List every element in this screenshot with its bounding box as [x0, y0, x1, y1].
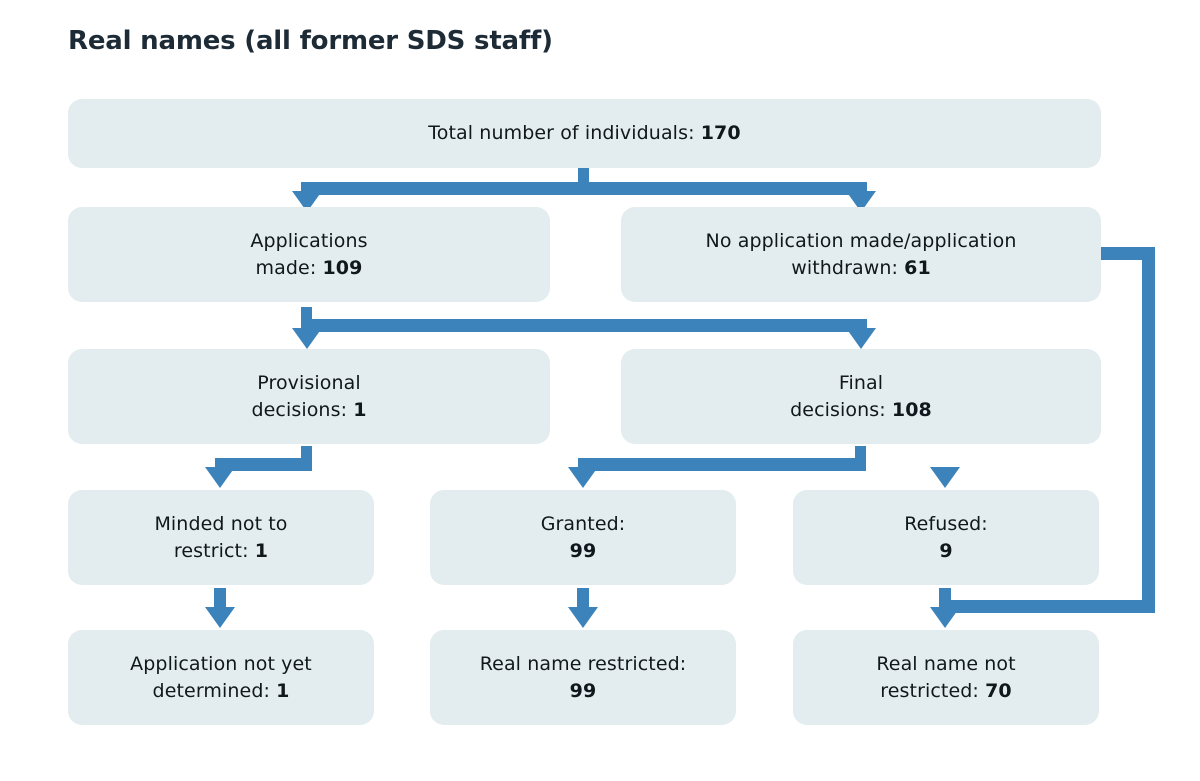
node-refused-label: Refused:9 [904, 512, 988, 562]
node-granted-label: Granted:99 [540, 512, 626, 562]
edge-applications-split [292, 307, 876, 349]
node-real-name-restricted-label: Real name restricted:99 [479, 652, 687, 702]
edge-provisional-to-minded [205, 446, 312, 488]
node-refused[interactable]: Refused:9 [793, 490, 1099, 585]
node-granted[interactable]: Granted:99 [430, 490, 736, 585]
edge-granted-to-restricted [568, 588, 598, 628]
edge-minded-to-notdetermined [205, 588, 235, 628]
edge-final-split [568, 446, 960, 488]
node-real-name-restricted[interactable]: Real name restricted:99 [430, 630, 736, 725]
page-title: Real names (all former SDS staff) [68, 26, 553, 56]
node-total-individuals-label: Total number of individuals: 170 [428, 122, 741, 145]
node-total-individuals[interactable]: Total number of individuals: 170 [68, 99, 1101, 168]
edge-total-split [292, 168, 876, 212]
edge-noapplication-to-notrestricted [939, 247, 1155, 613]
